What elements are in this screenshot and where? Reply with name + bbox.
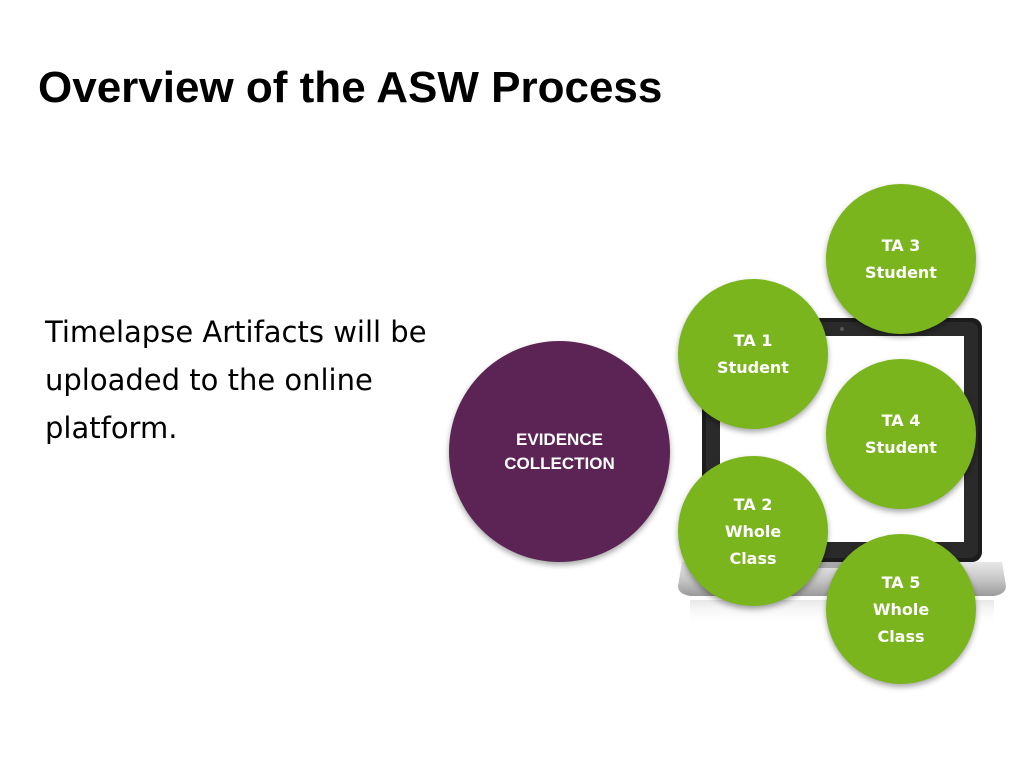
evidence-collection-node: EVIDENCE COLLECTION [449,341,670,562]
ta5-label: TA 5 Whole Class [872,572,930,646]
ta1-label: TA 1 Student [717,331,789,377]
ta2-label: TA 2 Whole Class [724,494,782,568]
ta3-student-node: TA 3 Student [826,184,976,334]
ta3-label: TA 3 Student [865,236,937,282]
ta4-label: TA 4 Student [865,411,937,457]
slide-title: Overview of the ASW Process [38,63,663,112]
ta4-student-node: TA 4 Student [826,359,976,509]
ta5-whole-class-node: TA 5 Whole Class [826,534,976,684]
ta1-student-node: TA 1 Student [678,279,828,429]
body-text: Timelapse Artifacts will be uploaded to … [45,315,427,445]
evidence-collection-label: EVIDENCE COLLECTION [504,429,615,473]
ta2-whole-class-node: TA 2 Whole Class [678,456,828,606]
